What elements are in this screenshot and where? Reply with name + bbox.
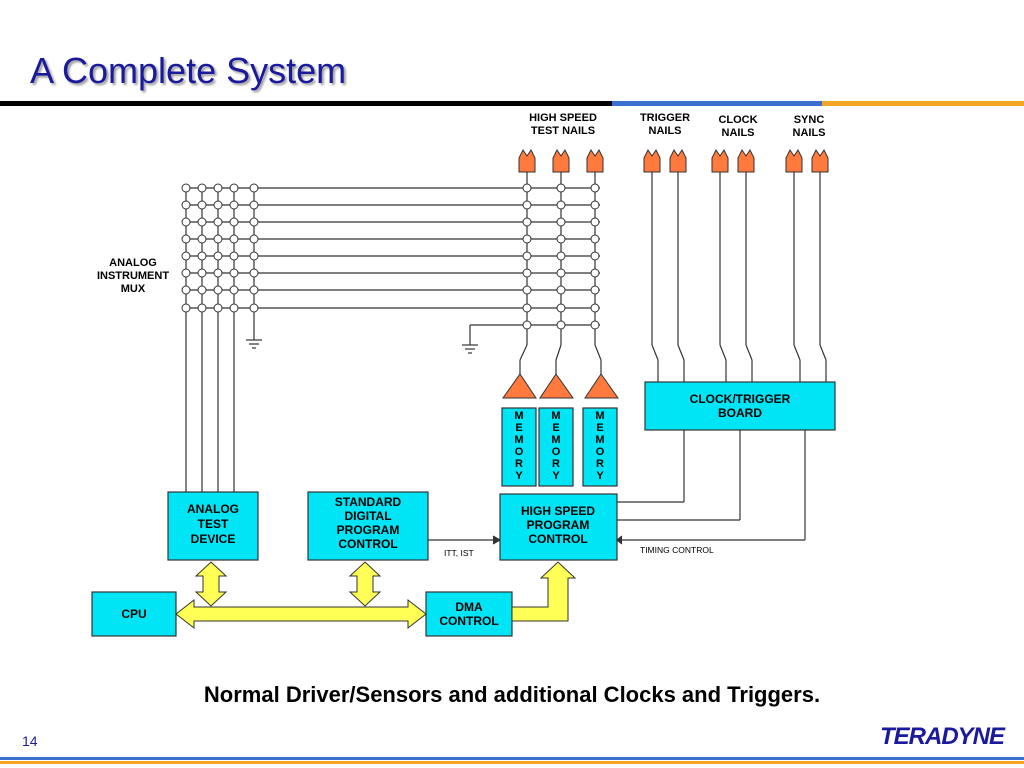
label-trigger-2: NAILS xyxy=(649,125,682,137)
analog-device-label-3: DEVICE xyxy=(191,532,236,546)
svg-text:E: E xyxy=(596,422,603,434)
svg-text:M: M xyxy=(595,410,604,422)
svg-text:R: R xyxy=(596,458,604,470)
svg-text:E: E xyxy=(552,422,559,434)
svg-text:E: E xyxy=(515,422,522,434)
dma-label-1: DMA xyxy=(455,600,483,614)
hs-control-label-1: HIGH SPEED xyxy=(521,504,595,518)
label-clock-1: CLOCK xyxy=(718,114,757,126)
std-digital-label-1: STANDARD xyxy=(335,495,402,509)
svg-text:M: M xyxy=(551,434,560,446)
svg-text:O: O xyxy=(596,446,605,458)
svg-text:M: M xyxy=(514,434,523,446)
svg-text:Y: Y xyxy=(515,470,523,482)
dma-label-2: CONTROL xyxy=(439,614,498,628)
page-number: 14 xyxy=(22,733,38,749)
clock-trigger-wires xyxy=(651,172,827,382)
clock-trigger-label-1: CLOCK/TRIGGER xyxy=(690,392,791,406)
label-mux-2: INSTRUMENT xyxy=(97,270,169,282)
teradyne-logo: TERADYNE xyxy=(880,724,1020,750)
svg-text:Y: Y xyxy=(552,470,560,482)
std-digital-label-4: CONTROL xyxy=(338,537,397,551)
itt-ist-label: ITT, IST xyxy=(444,548,474,558)
std-digital-label-2: DIGITAL xyxy=(344,509,391,523)
driver-sensors xyxy=(502,373,619,399)
slide-title: A Complete System xyxy=(30,50,347,91)
label-high-speed-2: TEST NAILS xyxy=(531,125,595,137)
bus-arrows xyxy=(175,561,577,630)
label-sync-1: SYNC xyxy=(794,114,825,126)
title-rule-black xyxy=(0,101,612,106)
footer-rule-orange xyxy=(0,761,1024,764)
std-digital-label-3: PROGRAM xyxy=(337,523,400,537)
slide-caption: Normal Driver/Sensors and additional Clo… xyxy=(203,682,821,707)
trigger-nails xyxy=(643,149,687,173)
footer-rule-blue xyxy=(0,757,1024,760)
title-rule-orange xyxy=(822,101,1024,106)
svg-text:R: R xyxy=(552,458,560,470)
svg-text:R: R xyxy=(515,458,523,470)
clock-trigger-board xyxy=(644,381,836,431)
timing-control-label: TIMING CONTROL xyxy=(640,545,714,555)
svg-text:O: O xyxy=(552,446,561,458)
svg-text:M: M xyxy=(595,434,604,446)
sync-nails xyxy=(785,149,829,173)
analog-device-label-2: TEST xyxy=(198,517,229,531)
label-mux-1: ANALOG xyxy=(109,257,157,269)
analog-device-label-1: ANALOG xyxy=(187,502,239,516)
label-clock-2: NAILS xyxy=(722,127,755,139)
logo-text: TERADYNE xyxy=(880,723,1005,750)
high-speed-nails xyxy=(518,149,604,173)
title-rule-blue xyxy=(612,101,822,106)
label-sync-2: NAILS xyxy=(793,127,826,139)
svg-text:M: M xyxy=(551,410,560,422)
memory-labels: M E M O R Y M E M O R Y M E M O R Y xyxy=(514,410,604,482)
cpu-label: CPU xyxy=(121,607,146,621)
mux-junctions xyxy=(181,183,600,330)
blocks xyxy=(91,491,618,637)
clock-trigger-label-2: BOARD xyxy=(718,406,762,420)
label-trigger-1: TRIGGER xyxy=(640,112,690,124)
label-high-speed-1: HIGH SPEED xyxy=(529,112,597,124)
clock-nails xyxy=(711,149,755,173)
memory-blocks xyxy=(501,407,618,487)
svg-text:Y: Y xyxy=(596,470,604,482)
hs-control-label-3: CONTROL xyxy=(528,532,587,546)
svg-text:M: M xyxy=(514,410,523,422)
label-mux-3: MUX xyxy=(121,283,146,295)
svg-text:O: O xyxy=(515,446,524,458)
hs-control-label-2: PROGRAM xyxy=(527,518,590,532)
